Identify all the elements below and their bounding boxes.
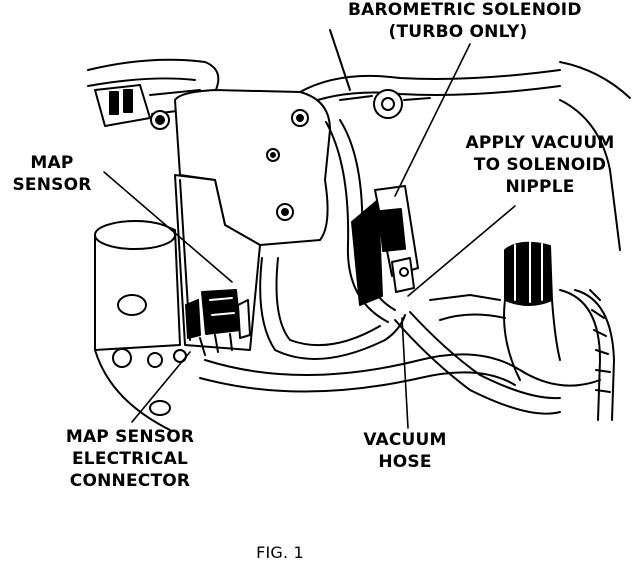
label-line: CONNECTOR (69, 471, 191, 491)
label-line: APPLY VACUUM (465, 133, 615, 153)
label-line: ELECTRICAL (71, 449, 188, 469)
label-line: MAP SENSOR (65, 427, 195, 447)
map-sensor-connector-label: MAP SENSOR ELECTRICAL CONNECTOR (40, 426, 220, 492)
label-line: BAROMETRIC SOLENOID (348, 0, 582, 20)
map-sensor-connector-shape (185, 289, 251, 356)
map-sensor-label: MAP SENSOR (2, 152, 102, 196)
leader-lines (103, 43, 516, 429)
left-cylinders (94, 220, 187, 431)
label-line: HOSE (378, 452, 432, 472)
barometric-solenoid-shape (351, 185, 419, 306)
right-components (429, 99, 621, 421)
barometric-solenoid-label: BAROMETRIC SOLENOID (TURBO ONLY) (348, 0, 582, 43)
label-line: VACUUM (363, 430, 447, 450)
mounting-bracket (150, 89, 431, 246)
apply-vacuum-label: APPLY VACUUM TO SOLENOID NIPPLE (450, 132, 630, 198)
label-line: SENSOR (12, 175, 92, 195)
label-line: TO SOLENOID (473, 155, 607, 175)
vacuum-hose-label: VACUUM HOSE (350, 429, 460, 473)
label-line: MAP (30, 153, 74, 173)
label-line: NIPPLE (505, 177, 575, 197)
label-line: (TURBO ONLY) (388, 22, 528, 42)
figure-caption: FIG. 1 (256, 543, 304, 562)
upper-hose-lines (87, 29, 631, 107)
